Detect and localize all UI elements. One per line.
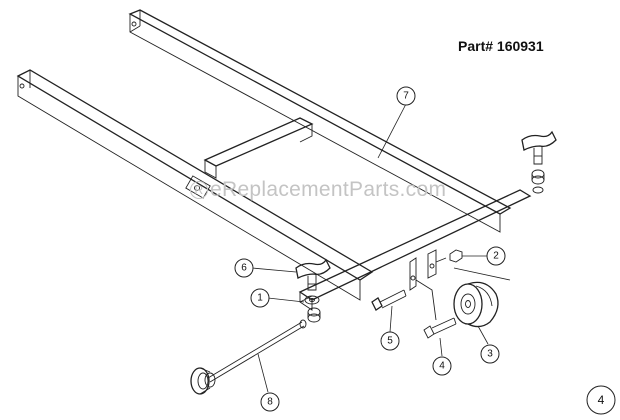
callout-7-label: 7 (403, 91, 409, 102)
callout-corner-4: 4 (586, 385, 616, 415)
callout-2: 2 (486, 246, 506, 266)
frame-rail-back (128, 9, 512, 233)
callout-7: 7 (396, 86, 416, 106)
front-cross-tube (298, 189, 532, 311)
callout-5: 5 (380, 331, 400, 351)
part-number-label: Part# 160931 (458, 38, 544, 54)
knob-left (295, 258, 331, 291)
nut-2 (449, 249, 463, 263)
callout-6: 6 (234, 258, 254, 278)
callout-1-label: 1 (257, 293, 263, 304)
washer-left (304, 295, 321, 323)
callout-3: 3 (480, 344, 500, 364)
frame-rail-front (16, 21, 374, 301)
callout-8-label: 8 (267, 397, 273, 408)
knob-right (521, 130, 557, 165)
mount-plates (409, 249, 447, 321)
cross-brace (203, 117, 314, 179)
callout-6-label: 6 (241, 263, 247, 274)
pin-4 (423, 317, 457, 339)
callout-4: 4 (432, 356, 452, 376)
callout-3-label: 3 (487, 349, 493, 360)
callout-2-label: 2 (493, 251, 499, 262)
watermark-text: eReplacementParts.com (210, 178, 447, 201)
callout-4-label: 4 (439, 361, 445, 372)
wheel-3 (453, 281, 499, 328)
axle-rod-8 (190, 319, 307, 395)
callout-1: 1 (250, 288, 270, 308)
callout-8: 8 (260, 392, 280, 412)
nut-right (531, 169, 545, 194)
callout-5-label: 5 (387, 336, 393, 347)
leader-lines (251, 103, 511, 393)
registered-mark-icon: R (190, 181, 208, 199)
callout-corner-4-label: 4 (598, 393, 605, 407)
bolt-5 (371, 289, 407, 311)
